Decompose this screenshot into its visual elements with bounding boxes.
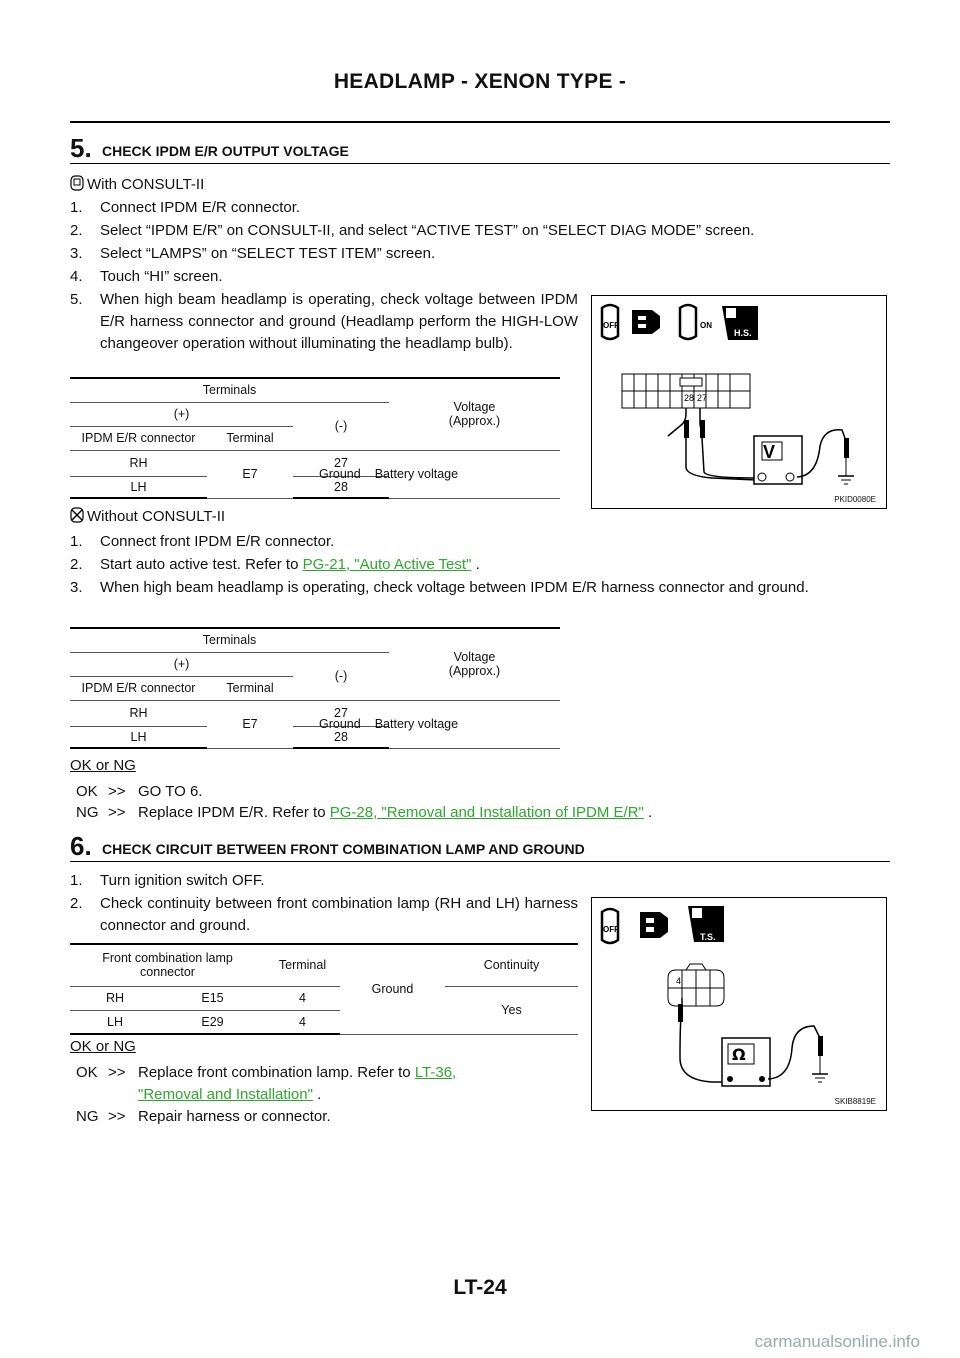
list-item: 2.Select “IPDM E/R” on CONSULT-II, and s… (70, 222, 755, 239)
ignition-off-icon: OFF (600, 907, 620, 945)
list-item: 4.Touch “HI” screen. (70, 268, 223, 285)
ignition-off-icon: OFF (600, 303, 620, 341)
connector-icon (632, 310, 660, 334)
svg-text:V: V (763, 442, 775, 462)
without-consult-label: Without CONSULT-II (87, 508, 226, 525)
ignition-on-icon: ON (678, 303, 712, 341)
step-6-heading: 6. CHECK CIRCUIT BETWEEN FRONT COMBINATI… (70, 831, 890, 862)
svg-text:T.S.: T.S. (700, 932, 716, 942)
connector-icon (640, 912, 668, 938)
with-consult-label: With CONSULT-II (87, 176, 205, 193)
header-rule (70, 121, 890, 123)
page-number: LT-24 (453, 1276, 507, 1299)
step-5-heading: 5. CHECK IPDM E/R OUTPUT VOLTAGE (70, 133, 890, 164)
list-item: 2.Check continuity between front combina… (70, 895, 578, 934)
list-item: 1.Connect IPDM E/R connector. (70, 199, 301, 216)
link-lt-36-removal[interactable]: "Removal and Installation" (138, 1086, 313, 1103)
voltage-header: Voltage(Approx.) (389, 377, 560, 451)
figure-code: PKID0080E (834, 495, 876, 504)
step-title: CHECK CIRCUIT BETWEEN FRONT COMBINATION … (102, 841, 585, 857)
voltage-table-2: Terminals Voltage(Approx.) (+)(-) IPDM E… (70, 627, 560, 749)
terminal-side-icon: T.S. (688, 906, 724, 942)
ohmmeter: Ω (721, 1037, 771, 1087)
link-lt-36[interactable]: LT-36, (414, 1064, 457, 1081)
ok-or-ng-label: OK or NG (70, 1038, 136, 1055)
svg-text:H.S.: H.S. (734, 328, 752, 338)
with-consult-mode: With CONSULT-II (70, 175, 204, 193)
continuity-check-figure: OFF T.S. 4 Ω (591, 897, 887, 1111)
continuity-check-diagram: OFF T.S. 4 Ω (600, 906, 828, 1087)
voltage-table-1: Terminals Voltage(Approx.) (+)(-) IPDM E… (70, 377, 560, 499)
list-item: 3.Select “LAMPS” on “SELECT TEST ITEM” s… (70, 245, 436, 262)
figure-code: SKIB8819E (834, 1097, 876, 1106)
step-number: 6. (70, 831, 92, 861)
no-tool-icon (70, 507, 84, 523)
voltage-check-figure: OFF ON H.S. 28 27 (591, 295, 887, 509)
svg-text:4: 4 (676, 976, 681, 986)
svg-text:28: 28 (684, 393, 694, 403)
result-ng: NG>>Repair harness or connector. (76, 1108, 331, 1125)
ok-or-ng-label: OK or NG (70, 757, 136, 774)
lamp-connector: 4 (667, 963, 725, 1007)
result-ng: NG>>Replace IPDM E/R. Refer to PG-28, "R… (76, 804, 653, 821)
list-item: 1.Turn ignition switch OFF. (70, 872, 265, 889)
step-number: 5. (70, 133, 92, 163)
page-header: HEADLAMP - XENON TYPE - (333, 70, 627, 93)
without-consult-mode: Without CONSULT-II (70, 507, 225, 525)
svg-text:OFF: OFF (603, 925, 619, 934)
voltage-check-diagram: OFF ON H.S. 28 27 (600, 303, 854, 485)
terminals-header: Terminals (70, 377, 389, 403)
svg-text:ON: ON (700, 321, 712, 330)
list-item: 2.Start auto active test. Refer to PG-21… (70, 556, 480, 573)
svg-text:Ω: Ω (732, 1045, 746, 1064)
result-ok: OK>>GO TO 6. (76, 783, 203, 800)
link-pg-28[interactable]: PG-28, "Removal and Installation of IPDM… (329, 804, 644, 821)
consult-icon (70, 175, 84, 191)
list-item: 1.Connect front IPDM E/R connector. (70, 533, 335, 550)
harness-side-icon: H.S. (722, 306, 758, 340)
voltmeter: V (753, 435, 803, 485)
watermark: carmanualsonline.info (754, 1332, 920, 1351)
result-ok: OK>> Replace front combination lamp. Ref… (76, 1064, 457, 1103)
list-item: 3.When high beam headlamp is operating, … (70, 579, 809, 596)
step-title: CHECK IPDM E/R OUTPUT VOLTAGE (102, 143, 349, 159)
link-pg-21[interactable]: PG-21, "Auto Active Test" (302, 556, 472, 573)
harness-connector: 28 27 (621, 373, 751, 409)
svg-text:27: 27 (697, 393, 707, 403)
list-item: 5.When high beam headlamp is operating, … (70, 291, 578, 352)
svg-text:OFF: OFF (603, 321, 619, 330)
